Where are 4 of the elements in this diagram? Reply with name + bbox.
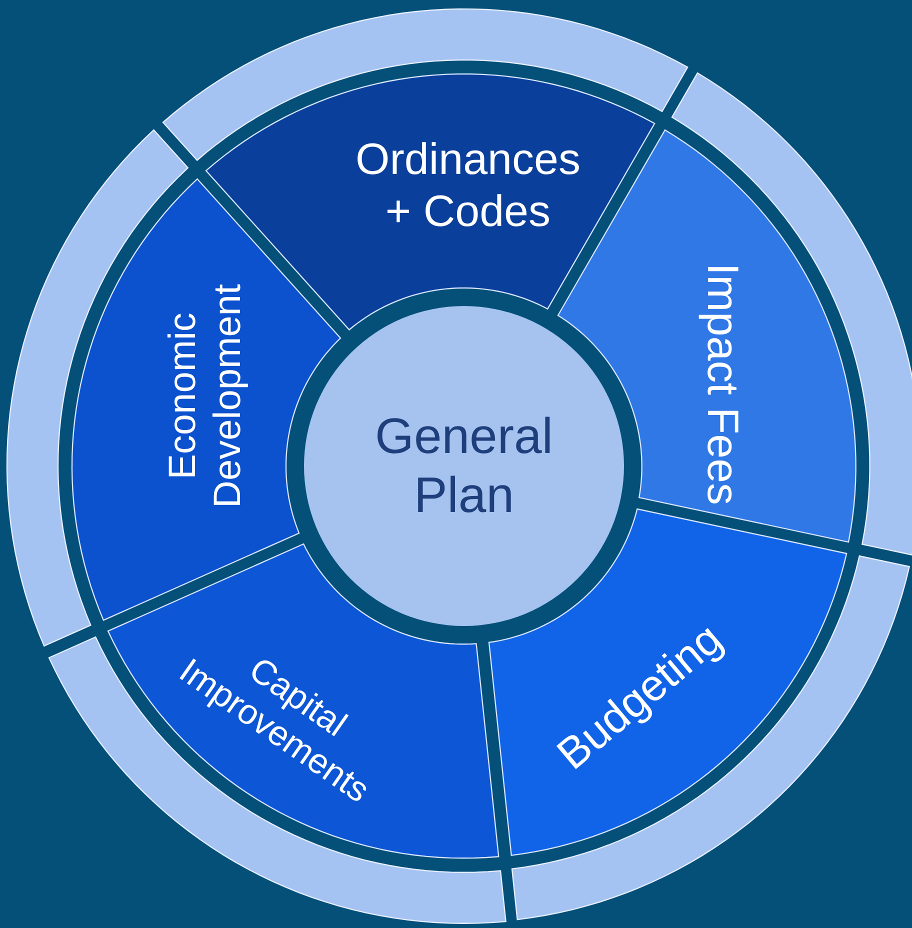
- segment-label: Economic Development: [161, 283, 250, 510]
- segment-label: Impact Fees: [696, 262, 748, 508]
- center-label: General Plan: [374, 407, 554, 525]
- segment-label: Ordinances + Codes: [354, 134, 582, 238]
